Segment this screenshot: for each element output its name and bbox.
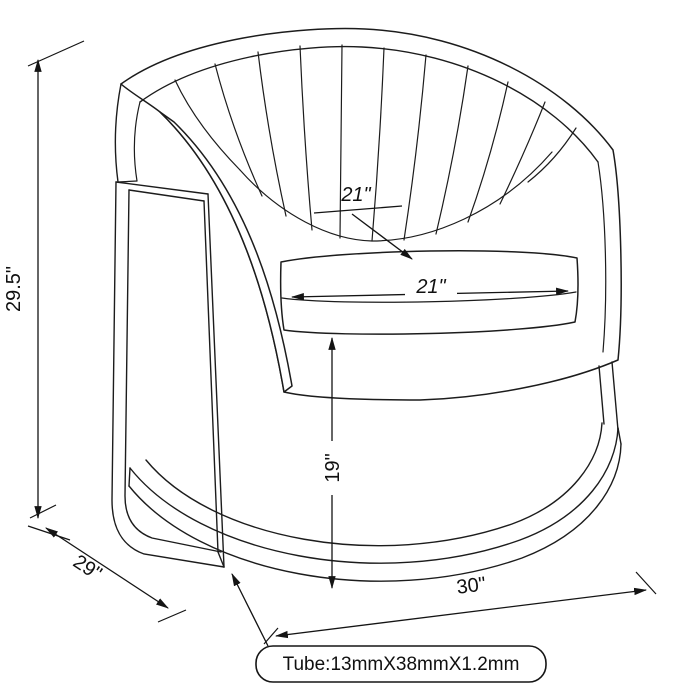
chair-shell-outline (120, 27, 622, 401)
metal-side-frame (111, 181, 225, 568)
seat-width-label: 21" (415, 276, 446, 298)
chair-back-rim (139, 45, 599, 163)
tube-spec-label: Tube:13mmX38mmX1.2mm (283, 654, 520, 675)
dim-overall-height: 29.5" (3, 40, 85, 541)
dim-seat-depth: 21" (313, 184, 413, 260)
overall-height-label: 29.5" (3, 266, 25, 312)
chair-left-edge (114, 83, 122, 183)
channel-tufting (174, 44, 577, 242)
back-seat-crease (239, 151, 553, 242)
dim-overall-width: 30" (263, 571, 657, 645)
chair-drawing (111, 27, 622, 582)
chair-right-rim-inner (597, 161, 607, 353)
chair-left-rim-inner (133, 101, 141, 182)
floor-to-seat-label: 19" (322, 453, 344, 482)
left-arm (159, 111, 293, 393)
dim-overall-depth: 29" (29, 504, 187, 623)
seat-depth-label: 21" (340, 184, 371, 206)
overall-depth-label: 29" (69, 551, 106, 585)
tube-callout-box (255, 645, 547, 683)
curved-base (128, 361, 622, 582)
dim-seat-width: 21" (290, 274, 570, 301)
dim-floor-to-seat: 19" (320, 336, 344, 590)
overall-width-label: 30" (455, 573, 487, 599)
chair-left-rim-cap (117, 180, 138, 183)
tube-callout: Tube:13mmX38mmX1.2mm (231, 573, 547, 683)
